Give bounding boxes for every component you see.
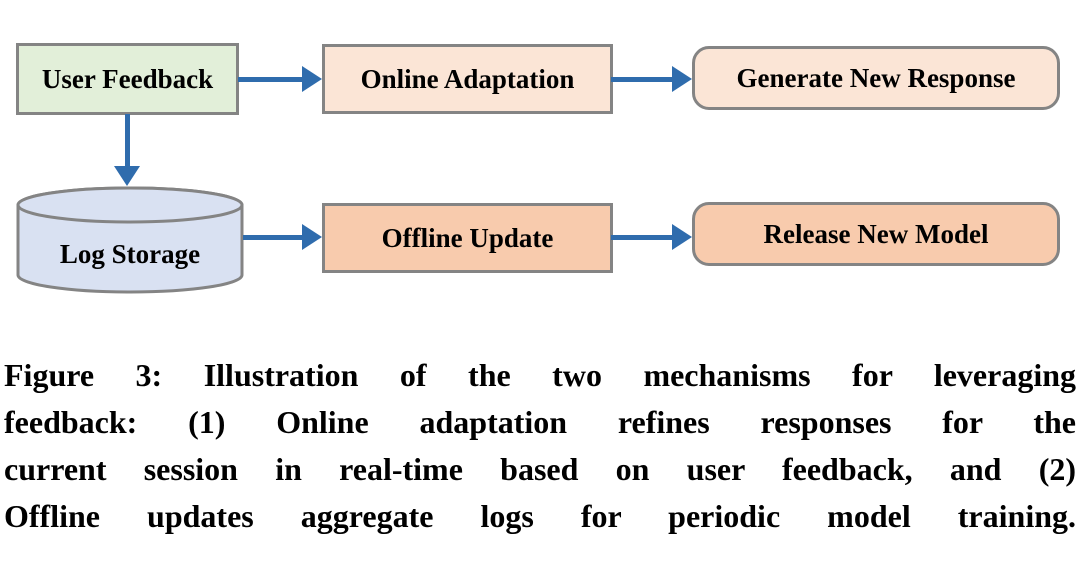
arrow-user-feedback-to-online-adaptation — [238, 66, 322, 92]
node-generate-new-response: Generate New Response — [692, 46, 1060, 110]
arrow-user-feedback-to-log-storage — [114, 114, 140, 186]
arrow-head-icon — [302, 66, 322, 92]
node-user-feedback: User Feedback — [16, 43, 239, 115]
node-offline-update-label: Offline Update — [381, 222, 554, 253]
arrow-shaft — [611, 234, 678, 240]
arrow-log-storage-to-offline-update — [243, 224, 322, 250]
arrow-shaft — [243, 234, 308, 240]
node-release-new-model-label: Release New Model — [763, 218, 989, 249]
caption-line-1: Figure 3: Illustration of the two mechan… — [4, 357, 1076, 393]
arrow-head-icon — [114, 166, 140, 186]
caption-line-4: Offline updates aggregate logs for perio… — [4, 498, 1076, 534]
arrow-shaft — [124, 114, 130, 172]
caption-line-3: current session in real-time based on us… — [4, 451, 1076, 487]
arrow-shaft — [611, 76, 678, 82]
database-cylinder-icon — [16, 186, 244, 294]
node-online-adaptation-label: Online Adaptation — [360, 63, 575, 94]
node-release-new-model: Release New Model — [692, 202, 1060, 266]
figure-caption: Figure 3: Illustration of the two mechan… — [4, 352, 1076, 540]
node-user-feedback-label: User Feedback — [41, 63, 214, 94]
node-log-storage: Log Storage — [15, 185, 245, 295]
arrow-offline-update-to-release-new-model — [611, 224, 692, 250]
arrow-online-adaptation-to-generate-new-response — [611, 66, 692, 92]
node-offline-update: Offline Update — [322, 203, 613, 273]
arrow-head-icon — [302, 224, 322, 250]
caption-line-2: feedback: (1) Online adaptation refines … — [4, 404, 1076, 440]
node-log-storage-label: Log Storage — [59, 238, 201, 269]
arrow-head-icon — [672, 224, 692, 250]
arrow-head-icon — [672, 66, 692, 92]
arrow-shaft — [238, 76, 308, 82]
node-generate-new-response-label: Generate New Response — [736, 62, 1016, 93]
node-online-adaptation: Online Adaptation — [322, 44, 613, 114]
